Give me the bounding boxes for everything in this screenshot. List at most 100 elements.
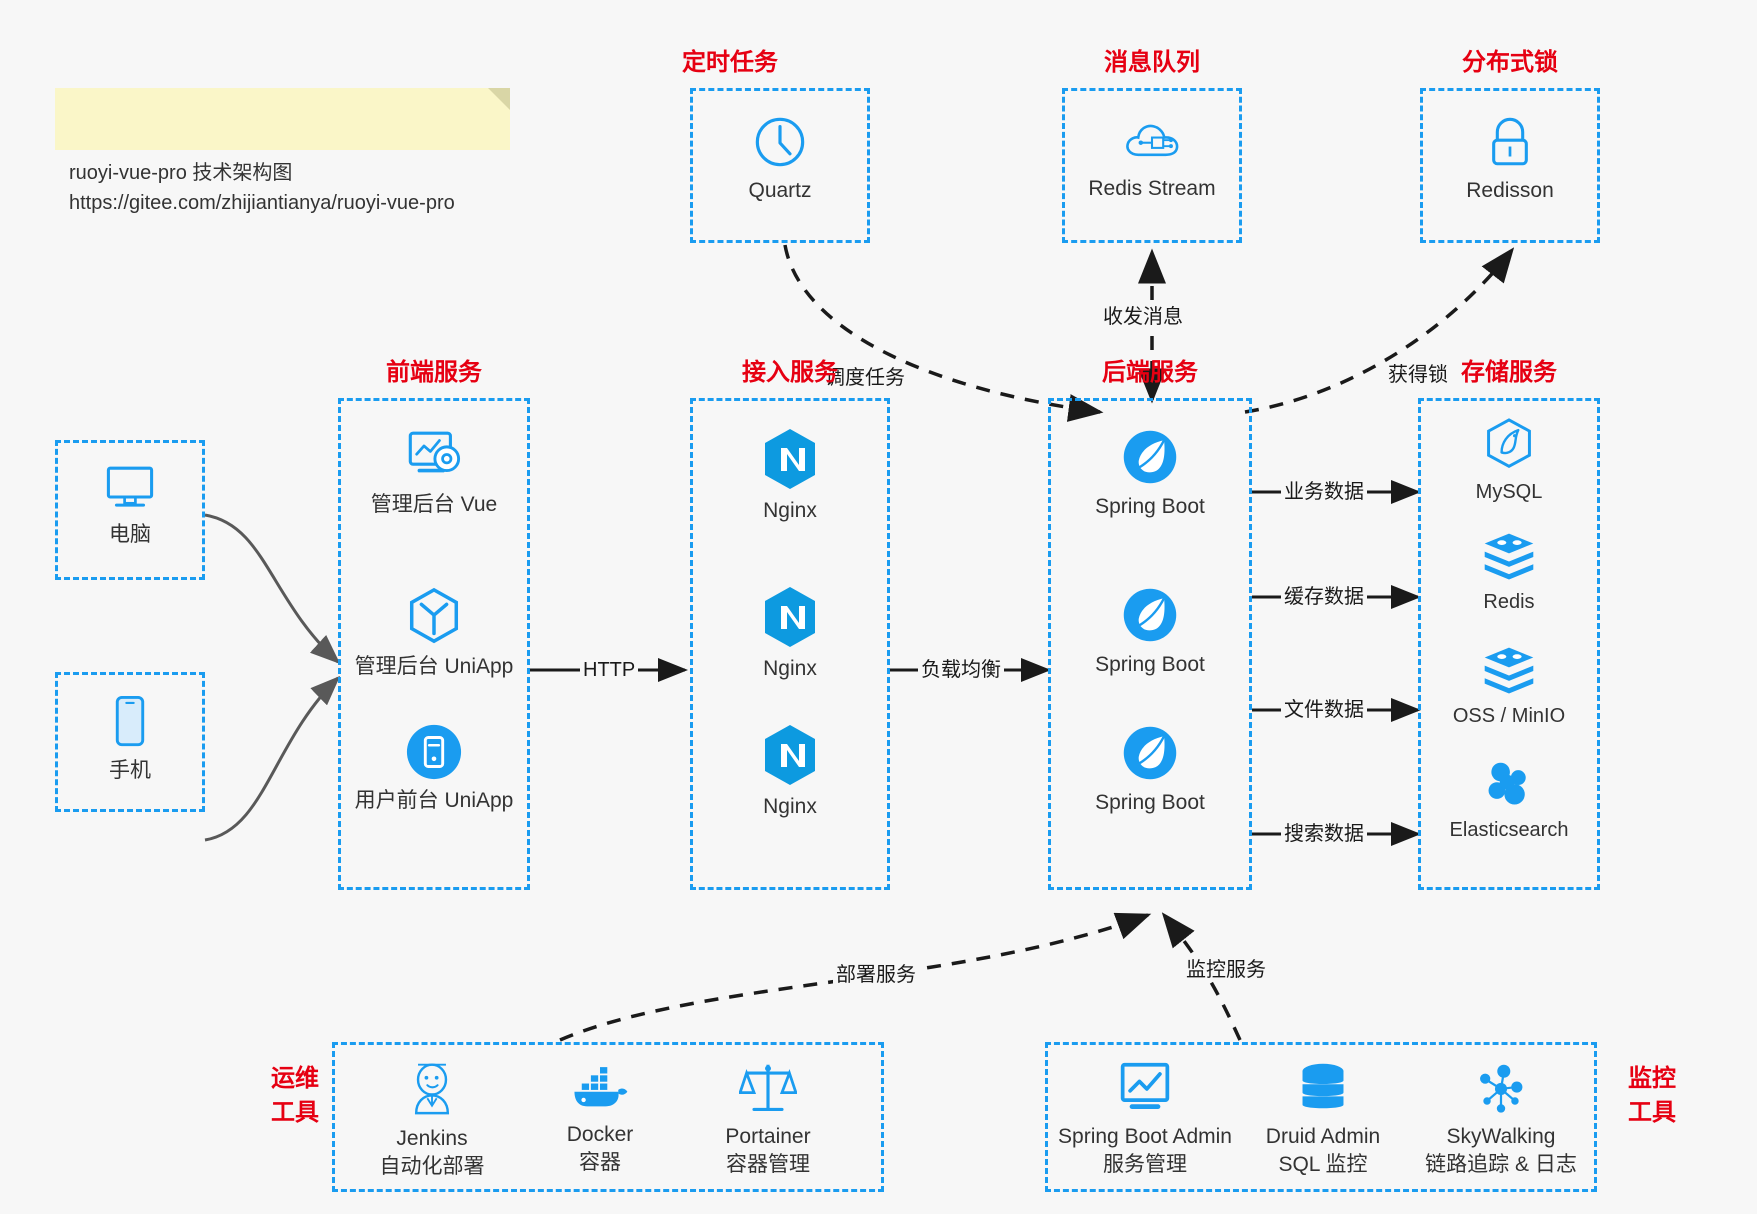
node-label: Portainer 容器管理	[725, 1125, 811, 1176]
node-label: Nginx	[763, 795, 817, 818]
node-mysql[interactable]: MySQL	[1421, 417, 1597, 505]
redis-stack-icon	[1484, 647, 1534, 694]
mysql-dolphin-icon	[1487, 418, 1531, 469]
group-title-gateway: 接入服务	[742, 359, 838, 386]
node-label: Docker 容器	[566, 1123, 634, 1174]
node-jenkins[interactable]: Jenkins 自动化部署	[357, 1059, 507, 1181]
node-elasticsearch[interactable]: Elasticsearch	[1421, 759, 1597, 843]
monitor-chart-icon	[1120, 1062, 1170, 1109]
node-label: 电脑	[109, 523, 151, 546]
node-label: Druid Admin SQL 监控	[1265, 1125, 1381, 1176]
group-title-message-queue: 消息队列	[1104, 49, 1200, 76]
edge-label-send-receive-message: 收发消息	[1100, 305, 1186, 329]
node-label: Redis Stream	[1088, 177, 1216, 200]
node-label: Elasticsearch	[1449, 819, 1569, 841]
group-box-monitoring: Spring Boot Admin 服务管理 Druid Admin SQL 监…	[1045, 1042, 1597, 1192]
node-label: 手机	[109, 759, 151, 782]
desktop-monitor-icon	[106, 466, 154, 507]
mobile-phone-icon	[115, 696, 145, 747]
group-box-devops: Jenkins 自动化部署 Docker 容器	[332, 1042, 884, 1192]
node-portainer[interactable]: Portainer 容器管理	[693, 1061, 843, 1179]
node-label: OSS / MinIO	[1452, 705, 1566, 727]
node-desktop[interactable]: 电脑	[58, 461, 202, 549]
edge-label-deploy-service: 部署服务	[833, 963, 919, 987]
group-title-monitoring: 监控 工具	[1628, 1065, 1676, 1126]
edge-label-cache-data: 缓存数据	[1281, 585, 1367, 609]
jenkins-butler-icon	[414, 1063, 450, 1115]
node-label: Nginx	[763, 657, 817, 680]
node-mobile[interactable]: 手机	[58, 693, 202, 785]
app-tile-icon	[406, 724, 462, 780]
node-label: Spring Boot Admin 服务管理	[1058, 1125, 1232, 1176]
edge-label-business-data: 业务数据	[1281, 480, 1367, 504]
node-nginx-3[interactable]: Nginx	[693, 723, 887, 821]
group-box-client-desktop: 电脑	[55, 440, 205, 580]
node-spring-boot-3[interactable]: Spring Boot	[1051, 723, 1249, 817]
node-label: Quartz	[748, 179, 812, 202]
node-docker[interactable]: Docker 容器	[525, 1065, 675, 1177]
node-label: Jenkins 自动化部署	[379, 1127, 485, 1178]
node-redis-stream[interactable]: Redis Stream	[1065, 113, 1239, 203]
group-box-message-queue: Redis Stream	[1062, 88, 1242, 243]
group-title-devops: 运维 工具	[271, 1065, 319, 1126]
node-user-uniapp[interactable]: 用户前台 UniApp	[341, 723, 527, 815]
node-label: Nginx	[763, 499, 817, 522]
node-label: 管理后台 UniApp	[354, 655, 514, 678]
node-label: 用户前台 UniApp	[354, 789, 514, 812]
edge-label-file-data: 文件数据	[1281, 698, 1367, 722]
hexagon-cube-icon	[409, 587, 459, 644]
spring-boot-icon	[1123, 430, 1177, 484]
node-admin-vue[interactable]: 管理后台 Vue	[341, 427, 527, 519]
spring-boot-icon	[1123, 726, 1177, 780]
node-redis[interactable]: Redis	[1421, 531, 1597, 615]
nginx-icon	[765, 725, 815, 785]
node-druid-admin[interactable]: Druid Admin SQL 监控	[1238, 1061, 1408, 1179]
edge-label-monitor-service: 监控服务	[1183, 958, 1269, 982]
node-spring-boot-admin[interactable]: Spring Boot Admin 服务管理	[1045, 1061, 1245, 1179]
docker-whale-icon	[574, 1067, 628, 1107]
node-oss-minio[interactable]: OSS / MinIO	[1421, 645, 1597, 729]
node-label: Redisson	[1466, 179, 1554, 202]
node-spring-boot-1[interactable]: Spring Boot	[1051, 427, 1249, 521]
group-title-scheduled-task: 定时任务	[682, 49, 778, 76]
node-skywalking[interactable]: SkyWalking 链路追踪 & 日志	[1406, 1061, 1596, 1179]
nginx-icon	[765, 429, 815, 489]
note-text: ruoyi-vue-pro 技术架构图 https://gitee.com/zh…	[69, 162, 455, 214]
node-admin-uniapp[interactable]: 管理后台 UniApp	[341, 585, 527, 681]
cloud-network-icon	[1126, 124, 1179, 157]
clock-icon	[755, 117, 805, 167]
node-label: SkyWalking 链路追踪 & 日志	[1425, 1125, 1577, 1176]
node-label: MySQL	[1475, 481, 1543, 503]
node-spring-boot-2[interactable]: Spring Boot	[1051, 585, 1249, 679]
node-label: Spring Boot	[1095, 791, 1205, 814]
group-box-gateway: Nginx Nginx Nginx	[690, 398, 890, 890]
note-fold-corner	[488, 88, 510, 110]
node-label: 管理后台 Vue	[370, 493, 498, 516]
group-box-storage: MySQL Redis OSS / MinIO	[1418, 398, 1600, 890]
node-label: Redis	[1483, 591, 1535, 613]
node-label: Spring Boot	[1095, 653, 1205, 676]
lock-icon	[1492, 117, 1528, 166]
node-nginx-1[interactable]: Nginx	[693, 427, 887, 525]
architecture-note: ruoyi-vue-pro 技术架构图 https://gitee.com/zh…	[55, 88, 510, 214]
edge-label-load-balance: 负载均衡	[918, 658, 1004, 682]
nginx-icon	[765, 587, 815, 647]
edge-label-schedule-task: 调度任务	[822, 366, 908, 390]
group-title-storage: 存储服务	[1461, 359, 1557, 386]
group-title-backend: 后端服务	[1102, 359, 1198, 386]
node-nginx-2[interactable]: Nginx	[693, 585, 887, 683]
edge-label-http: HTTP	[580, 658, 639, 682]
node-quartz[interactable]: Quartz	[693, 113, 867, 205]
database-cylinder-icon	[1302, 1063, 1344, 1109]
group-box-backend: Spring Boot Spring Boot Spring Boot	[1048, 398, 1252, 890]
edge-label-acquire-lock: 获得锁	[1385, 363, 1451, 387]
group-box-client-mobile: 手机	[55, 672, 205, 812]
elasticsearch-icon	[1488, 762, 1526, 805]
edge-label-search-data: 搜索数据	[1281, 822, 1367, 846]
group-title-frontend: 前端服务	[386, 359, 482, 386]
dashboard-gear-icon	[408, 431, 461, 473]
redis-stack-icon	[1484, 533, 1534, 580]
group-box-scheduled-task: Quartz	[690, 88, 870, 243]
node-redisson[interactable]: Redisson	[1423, 113, 1597, 205]
